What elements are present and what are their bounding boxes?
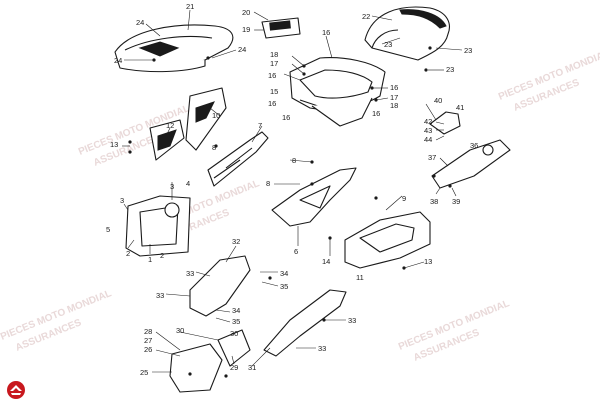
seat-lock-part — [261, 17, 301, 39]
lower-side-cover-part — [189, 255, 251, 317]
callout-19: 19 — [242, 25, 250, 34]
callout-40: 40 — [434, 96, 442, 105]
callout-23: 23 — [384, 40, 392, 49]
callout-30: 30 — [230, 329, 238, 338]
callout-33: 33 — [156, 291, 164, 300]
callout-10: 10 — [212, 111, 220, 120]
callout-38: 38 — [430, 197, 438, 206]
callout-31: 31 — [248, 363, 256, 372]
callout-16: 16 — [372, 109, 380, 118]
callout-41: 41 — [456, 103, 464, 112]
callout-13: 13 — [110, 140, 118, 149]
callout-24: 24 — [136, 18, 144, 27]
callout-11: 11 — [356, 273, 364, 282]
callout-2: 2 — [126, 249, 130, 258]
callout-24: 24 — [114, 56, 122, 65]
callout-22: 22 — [362, 12, 370, 21]
callout-4: 4 — [186, 179, 190, 188]
brand-logo-icon — [7, 381, 25, 399]
callout-20: 20 — [242, 8, 250, 17]
callout-42: 42 — [424, 117, 432, 126]
callout-28: 28 — [144, 327, 152, 336]
callout-1: 1 — [148, 255, 152, 264]
callout-3: 3 — [170, 182, 174, 191]
callout-32: 32 — [232, 237, 240, 246]
callout-18: 18 — [270, 50, 278, 59]
callout-23: 23 — [464, 46, 472, 55]
callout-3: 3 — [120, 196, 124, 205]
callout-8: 8 — [212, 143, 216, 152]
callout-6: 6 — [294, 247, 298, 256]
callout-23: 23 — [446, 65, 454, 74]
callout-7: 7 — [258, 121, 262, 130]
callout-12: 12 — [166, 121, 174, 130]
side-cover-left-part — [149, 87, 227, 161]
lower-rail-part — [263, 289, 347, 357]
callout-43: 43 — [424, 126, 432, 135]
callout-37: 37 — [428, 153, 436, 162]
callout-33: 33 — [186, 269, 194, 278]
rear-hook-part — [429, 111, 461, 135]
callout-2: 2 — [160, 251, 164, 260]
callout-labels: 21 24 24 24 20 19 22 23 23 23 16 16 16 1… — [106, 2, 478, 377]
callout-35: 35 — [280, 282, 288, 291]
callout-44: 44 — [424, 135, 432, 144]
small-bracket-part — [217, 329, 251, 367]
callout-35: 35 — [232, 317, 240, 326]
callout-15: 15 — [270, 87, 278, 96]
callout-14: 14 — [322, 257, 330, 266]
callout-17: 17 — [270, 59, 278, 68]
callout-30: 30 — [176, 326, 184, 335]
callout-39: 39 — [452, 197, 460, 206]
callout-34: 34 — [232, 306, 240, 315]
glovebox-part — [125, 195, 191, 257]
side-rail-part — [207, 131, 269, 187]
callout-8: 8 — [266, 179, 270, 188]
callout-16: 16 — [268, 99, 276, 108]
under-cover-part — [169, 343, 223, 393]
callout-26: 26 — [144, 345, 152, 354]
callout-21: 21 — [186, 2, 194, 11]
callout-34: 34 — [280, 269, 288, 278]
callout-27: 27 — [144, 336, 152, 345]
footboard-part — [344, 211, 431, 269]
callout-16: 16 — [390, 83, 398, 92]
callout-25: 25 — [140, 368, 148, 377]
callout-16: 16 — [268, 71, 276, 80]
callout-33: 33 — [318, 344, 326, 353]
seat-part — [114, 24, 234, 73]
callout-9: 9 — [402, 194, 406, 203]
seat-frame-part — [289, 57, 386, 127]
callout-8: 8 — [292, 156, 296, 165]
callout-16: 16 — [322, 28, 330, 37]
callout-36: 36 — [470, 141, 478, 150]
callout-29: 29 — [230, 363, 238, 372]
callout-5: 5 — [106, 225, 110, 234]
leader-lines — [122, 9, 463, 373]
callout-17: 17 — [390, 93, 398, 102]
rear-cowl-part — [364, 6, 450, 61]
callout-33: 33 — [348, 316, 356, 325]
callout-13: 13 — [424, 257, 432, 266]
callout-24: 24 — [238, 45, 246, 54]
callout-16: 16 — [282, 113, 290, 122]
callout-18: 18 — [390, 101, 398, 110]
center-panel-part — [271, 167, 357, 227]
